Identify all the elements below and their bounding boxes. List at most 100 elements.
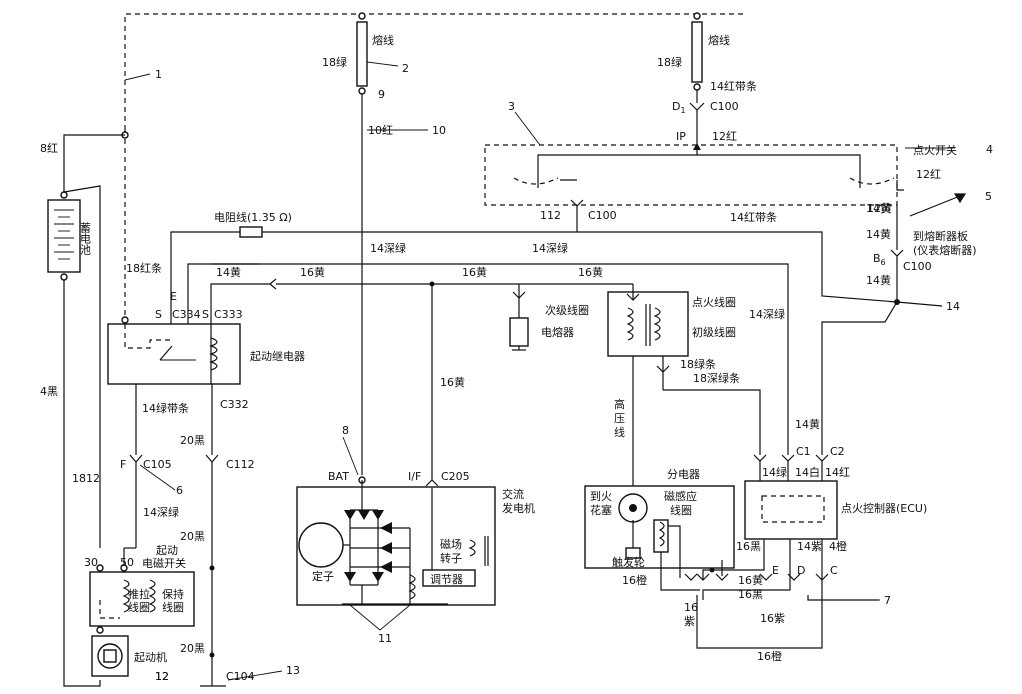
wire-label: 14黄 xyxy=(866,273,891,287)
coil-label: 线圈 xyxy=(162,600,184,614)
distributor xyxy=(584,485,735,591)
wire-label: 14黄 xyxy=(795,417,820,431)
connector-label: C333 xyxy=(214,308,243,321)
wire-label: 14黄 xyxy=(216,265,241,279)
wire-label: 10红 xyxy=(368,124,393,137)
terminal-label: D xyxy=(797,564,805,577)
wire-label: 14红 xyxy=(825,466,850,479)
callout-4: 4 xyxy=(986,143,993,156)
reluctor-label: 触发轮 xyxy=(612,555,645,569)
fuse-board-label: (仪表熔断器) xyxy=(913,243,977,257)
wire-label: 1812 xyxy=(72,472,100,485)
wire-label: 16黄 xyxy=(462,265,487,279)
connector-label: C100 xyxy=(588,209,617,222)
connector-label: 112 xyxy=(540,209,561,222)
terminal-label: BAT xyxy=(328,470,349,483)
coil-label: 线圈 xyxy=(128,600,150,614)
wire-label: 4橙 xyxy=(829,539,847,553)
wire-label: 18红条 xyxy=(126,261,162,275)
callout-7: 7 xyxy=(884,594,891,607)
primary-coil-label: 初级线圈 xyxy=(692,325,736,339)
pickup-coil-label: 磁感应 xyxy=(664,489,697,503)
connector-label: C100 xyxy=(710,100,739,113)
distributor-label: 分电器 xyxy=(667,468,700,481)
wire-label: 20黑 xyxy=(180,530,205,543)
battery xyxy=(47,191,81,281)
connector-label: C2 xyxy=(830,445,845,458)
callout-5: 5 xyxy=(985,190,992,203)
callout-leaders xyxy=(124,73,955,681)
rotor-label: 磁场 xyxy=(440,537,462,551)
wire-label: 14绿 xyxy=(762,465,787,479)
pickup-coil-label: 线圈 xyxy=(670,503,692,517)
wire-label: 20黑 xyxy=(180,642,205,655)
rotor-label: 转子 xyxy=(440,551,462,565)
ignition-coil-label: 点火线圈 xyxy=(692,295,736,309)
wire-label: 14深绿 xyxy=(143,505,179,519)
alternator-label: 交流 xyxy=(502,487,524,501)
fuse-label-right: 熔线 xyxy=(708,33,730,47)
connector-label: C112 xyxy=(226,458,255,471)
hv-wire-label: 高 xyxy=(614,397,625,411)
starter-solenoid xyxy=(89,547,195,634)
battery-wiring xyxy=(63,134,125,687)
ignition-switch xyxy=(484,143,904,210)
callout-10: 10 xyxy=(432,124,446,137)
wire-label: 12红 xyxy=(712,130,737,143)
connector-label: C1 xyxy=(796,445,811,458)
callout-9: 9 xyxy=(378,88,385,101)
callout-6: 6 xyxy=(176,484,183,497)
connector-label: C105 xyxy=(143,458,172,471)
fuse-wire-right: 18绿 xyxy=(657,55,682,69)
solenoid-label: 电磁开关 xyxy=(142,556,186,570)
wire-label: 14绿带条 xyxy=(142,401,189,415)
callout-2: 2 xyxy=(402,62,409,75)
wire-label: 12红 xyxy=(916,168,941,181)
ignition-switch-label: 点火开关 xyxy=(913,143,957,157)
wire-label: 16黄 xyxy=(300,265,325,279)
callout-1: 1 xyxy=(155,68,162,81)
wire-label: 紫 xyxy=(684,615,695,628)
terminal-label: 30 xyxy=(84,556,98,569)
secondary-coil-label: 次级线圈 xyxy=(545,303,589,317)
connector-label: C100 xyxy=(903,260,932,273)
wire-label: 14黄 xyxy=(866,227,891,241)
fusible-link-lines xyxy=(121,12,745,475)
wire-label: 12黄 xyxy=(867,201,892,215)
coil-label: 推拉 xyxy=(128,587,150,601)
terminal-label: S xyxy=(202,308,209,321)
terminal-label: E xyxy=(772,564,779,577)
terminal-label: C xyxy=(830,564,838,577)
wire-label: 14深绿 xyxy=(749,307,785,321)
wire-label: 8红 xyxy=(40,142,58,155)
regulator-label: 调节器 xyxy=(430,573,463,586)
secondary-coil-capacitor xyxy=(509,284,529,351)
wire-labels: 熔线 熔线 18绿 18绿 8红 4黑 1812 蓄电池 电阻线(1.35 Ω)… xyxy=(40,33,977,683)
wire-label: 14深绿 xyxy=(370,241,406,255)
solenoid-label: 起动 xyxy=(156,544,178,557)
fuse-board-label: 到熔断器板 xyxy=(913,229,968,243)
spark-plug-label: 到火 xyxy=(590,490,612,503)
connector-label: F xyxy=(120,458,126,471)
wire-label: 14红带条 xyxy=(710,79,757,93)
resistor-label: 电阻线(1.35 Ω) xyxy=(214,210,292,224)
wire-label: 16黄 xyxy=(578,265,603,279)
callout-11: 11 xyxy=(378,632,392,645)
connector-label: C334 xyxy=(172,308,201,321)
hv-wire-label: 压 xyxy=(614,412,625,425)
wire-label: 18绿条 xyxy=(680,357,716,371)
connector-label: B6 xyxy=(873,252,886,267)
wire-label: 16橙 xyxy=(757,649,782,663)
starter-motor-label: 起动机 xyxy=(134,650,167,664)
ecu-distributor-wiring xyxy=(684,560,878,649)
ignition-coil xyxy=(607,284,761,500)
wire-label: 14白 xyxy=(795,465,820,479)
starter-relay xyxy=(107,323,241,385)
callout-12: 12 xyxy=(155,670,169,683)
connector-label: C104 xyxy=(226,670,255,683)
wire-label: 16紫 xyxy=(760,612,785,625)
wire-label: 16 xyxy=(684,601,698,614)
callout-8: 8 xyxy=(342,424,349,437)
alternator-label: 发电机 xyxy=(502,501,535,515)
terminal-label: 50 xyxy=(120,556,134,569)
